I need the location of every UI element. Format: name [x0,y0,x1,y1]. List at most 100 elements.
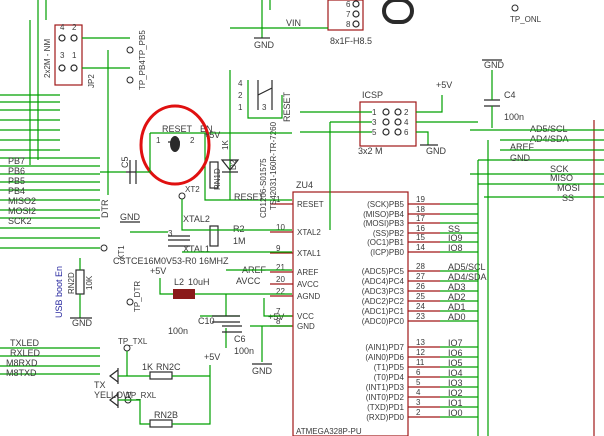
avcc-label: AVCC [236,276,261,286]
d2-symbol [220,159,240,173]
header-pin-6: 6 [346,0,351,9]
tp-pb4-pad [126,76,134,84]
mcu-value: ATMEGA328P-PU [296,427,362,436]
crystal-wires [130,199,292,253]
right-net-label: AD1 [448,302,466,312]
right-net-label: IO4 [448,368,463,378]
icsp-pin-4: 4 [404,118,409,127]
d2-ref: D2 [229,159,238,170]
icsp-pins [382,108,402,136]
header-8x1 [327,0,364,31]
l2-ref: L2 [174,277,184,287]
right-net-label: IO3 [448,378,463,388]
right-top-wires [470,129,604,151]
rn2d-ref: RN2D [67,272,76,294]
plus5v-reset: +5V [204,130,220,140]
led-tx-symbol [109,368,119,384]
c5-wires [100,133,151,173]
net-ad4sda-top: AD4/SDA [530,134,569,144]
rn2b-ref: RN2B [154,410,178,420]
net-sck2: SCK2 [8,216,32,226]
r2-ref: R2 [233,224,245,234]
mcu-right-pin-name: (RXD)PD0 [366,413,404,422]
c6-symbol [222,325,242,333]
mcu-right-pin-name: (INT0)PD2 [366,393,405,402]
mcu-right-pin-number: 26 [416,282,425,291]
c5-ref: C5 [120,156,130,168]
right-net-label: IO9 [448,233,463,243]
dtr-label: DTR [100,199,110,218]
mcu-right-pin-name: (TXD)PD1 [367,403,404,412]
icsp-pin-5: 5 [372,128,377,137]
red-highlight-circle [139,104,211,186]
icsp-pin-2: 2 [404,108,409,117]
right-net-label: IO6 [448,348,463,358]
reset-switch-symbol [257,80,273,110]
right-net-label: IO0 [448,408,463,418]
net-miso2: MISO2 [8,196,36,206]
c10-symbol [212,315,240,323]
plus5v-leds: +5V [204,352,220,362]
r1-ref: RN1D [213,168,222,190]
reset-sw-pin-2: 2 [238,91,243,100]
mcu-left-pin-number: 10 [276,223,285,232]
mcu-right-pin-name: (INT1)PD3 [366,383,405,392]
mcu-right-pin-number: 14 [416,243,425,252]
jp2-pin-2: 2 [72,23,77,32]
reset-cap-pin-1: 1 [156,136,161,145]
right-net-label: IO5 [448,358,463,368]
mcu-right-pin-name: (ADC4)PC4 [362,277,405,286]
header-value: 8x1F-H8.5 [330,36,372,46]
tp-rxl: TP_RXL [126,391,157,400]
rn2c-body [149,371,173,380]
right-net-label: AD4/SDA [448,272,487,282]
mcu-right-pin-name: (ADC3)PC3 [362,287,405,296]
mcu-right-pin-name: (ADC0)PC0 [362,317,405,326]
gnd-top: GND [254,40,275,50]
mcu-ref: ZU4 [296,180,313,190]
net-m8txd: M8TXD [6,368,37,378]
usb-boot-label: USB boot En [54,266,64,318]
net-ad5scl-top: AD5/SCL [530,124,568,134]
jp2-pin-3: 3 [60,51,65,60]
net-sck-top: SCK [550,164,569,174]
c6-ref: C6 [234,334,246,344]
mcu-right-pin-name: (OC1)PB1 [367,238,404,247]
right-net-label: AD5/SCL [448,262,486,272]
r2-body [209,225,219,247]
xtal2-ref: XTAL2 [183,214,210,224]
mcu-right-pin-number: 24 [416,302,425,311]
mcu-right-pin-number: 13 [416,338,425,347]
led-yellow-label: YELLOW [94,390,132,400]
mcu-left-pin-name: VCC [297,312,314,321]
reset-cap-label: RESET [162,124,193,134]
icsp-pin-1: 1 [372,108,377,117]
icsp-body [359,101,417,147]
right-net-label: IO1 [448,398,463,408]
gnd-icsp: GND [426,146,447,156]
led-left-wires [0,347,100,375]
c4-ref: C4 [504,90,516,100]
mcu-right-pin-number: 16 [416,224,425,233]
gnd-usb: GND [72,318,93,328]
led-tx-label: TX [94,380,106,390]
tp-dtr: TP_DTR [133,281,142,312]
mcu-right-pin-name: (ADC1)PC1 [362,307,405,316]
reset-sw-pin-1: 1 [238,103,243,112]
crystal-pin-3: 3 [168,229,173,238]
net-aref-top: AREF [510,142,535,152]
mcu-right-pin-name: (SS)PB2 [373,229,405,238]
plus5v-vcc: +5V [268,312,284,322]
mcu-right-pin-number: 3 [416,398,421,407]
net-rxled: RXLED [10,348,41,358]
net-miso-top: MISO [550,173,573,183]
mcu-right-pin-number: 27 [416,272,425,281]
reset-sw-value: TS42031-160R-TR-7260 [269,121,278,210]
rn2c-ref: RN2C [156,362,181,372]
tp-pb5: TP_PB5 [138,30,147,60]
rn2d-body [75,269,85,295]
xt2-label: XT2 [185,185,200,194]
plus5v-icsp: +5V [436,80,452,90]
mcu-right-pin-name: (MOSI)PB3 [363,219,404,228]
